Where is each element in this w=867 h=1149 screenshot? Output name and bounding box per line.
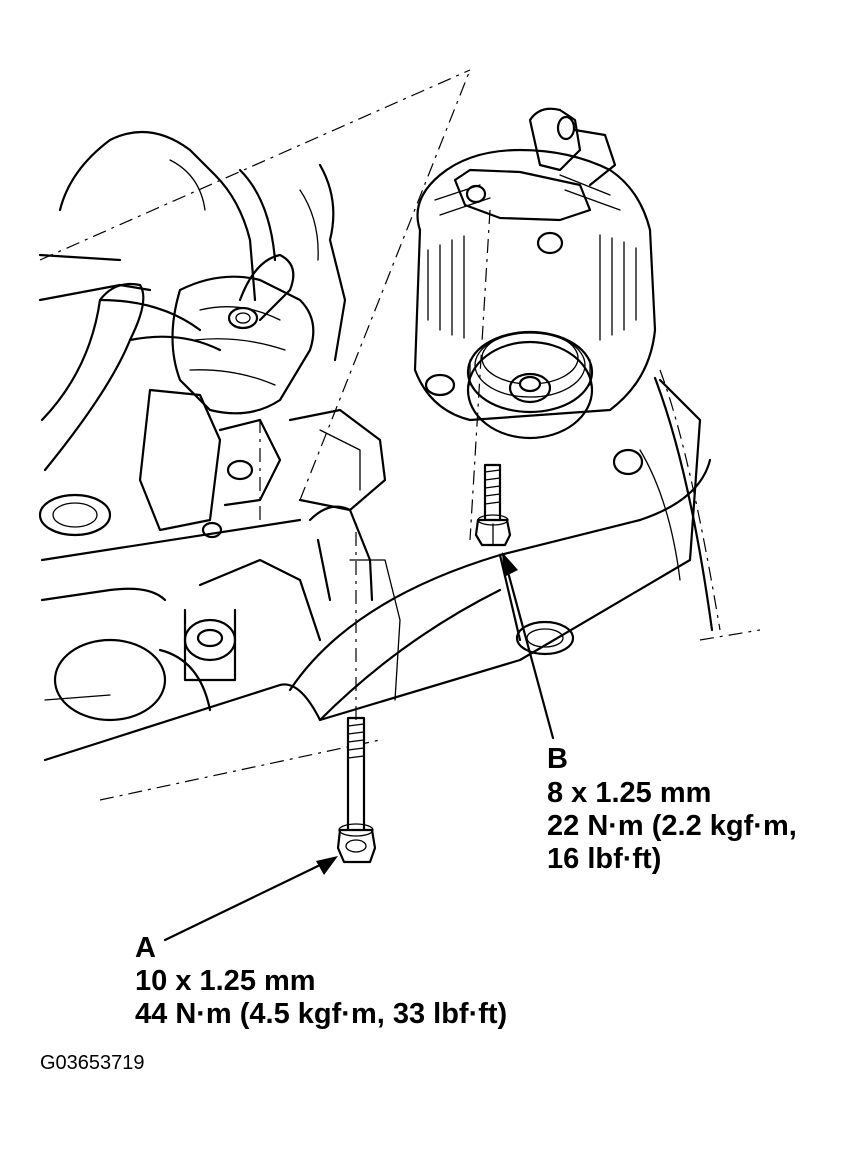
callout-a-letter: A xyxy=(135,932,156,964)
arrow-b-icon xyxy=(502,552,555,740)
callout-a-torque: 44 N·m (4.5 kgf·m, 33 lbf·ft) xyxy=(135,998,508,1030)
callout-a-size: 10 x 1.25 mm xyxy=(135,965,316,997)
bolt-b-icon xyxy=(474,463,512,547)
arrow-a-icon xyxy=(163,856,338,942)
bolt-a-icon xyxy=(336,520,377,864)
callout-b-torque-line1: 22 N·m (2.2 kgf·m, xyxy=(547,810,797,842)
figure-code: G03653719 xyxy=(40,1052,145,1074)
subframe-drawing xyxy=(43,369,761,801)
alternator-icon xyxy=(413,107,657,541)
callout-b-size: 8 x 1.25 mm xyxy=(547,777,712,809)
engine-block-drawing xyxy=(38,69,471,722)
callout-b-torque-line2: 16 lbf·ft) xyxy=(547,843,662,875)
callout-b-letter: B xyxy=(547,743,568,775)
